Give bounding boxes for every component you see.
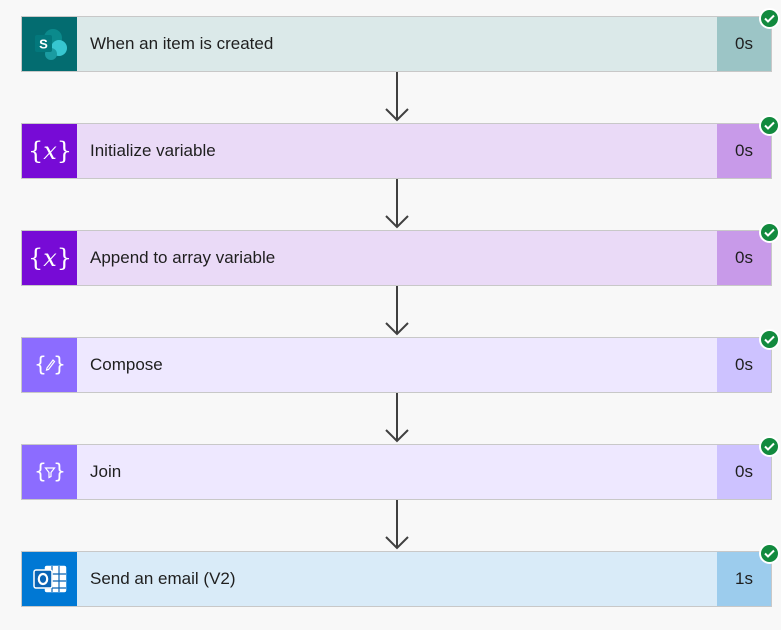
flow-step-when-item-created[interactable]: S When an item is created 0s xyxy=(21,8,780,72)
join-icon: { } xyxy=(22,445,77,499)
svg-text:{ }: { } xyxy=(34,459,66,483)
step-title: Send an email (V2) xyxy=(77,552,717,606)
success-check-icon xyxy=(759,543,780,564)
flow-step-join[interactable]: { } Join 0s xyxy=(21,436,780,500)
variable-icon: {x} xyxy=(22,124,77,178)
flow-step-append-array-variable[interactable]: {x} Append to array variable 0s xyxy=(21,222,780,286)
connector-arrow xyxy=(385,72,409,122)
success-check-icon xyxy=(759,115,780,136)
step-title: When an item is created xyxy=(77,17,717,71)
svg-text:{x}: {x} xyxy=(30,137,70,165)
step-title: Compose xyxy=(77,338,717,392)
success-check-icon xyxy=(759,8,780,29)
flow-step-compose[interactable]: { } Compose 0s xyxy=(21,329,780,393)
compose-icon: { } xyxy=(22,338,77,392)
outlook-icon xyxy=(22,552,77,606)
svg-text:{x}: {x} xyxy=(30,244,70,272)
connector-arrow xyxy=(385,500,409,550)
variable-icon: {x} xyxy=(22,231,77,285)
flow-step-send-email[interactable]: Send an email (V2) 1s xyxy=(21,543,780,607)
sharepoint-icon: S xyxy=(22,17,77,71)
success-check-icon xyxy=(759,222,780,243)
flow-step-initialize-variable[interactable]: {x} Initialize variable 0s xyxy=(21,115,780,179)
step-title: Initialize variable xyxy=(77,124,717,178)
step-title: Join xyxy=(77,445,717,499)
success-check-icon xyxy=(759,329,780,350)
svg-text:S: S xyxy=(39,37,48,52)
connector-arrow xyxy=(385,179,409,229)
success-check-icon xyxy=(759,436,780,457)
connector-arrow xyxy=(385,286,409,336)
step-title: Append to array variable xyxy=(77,231,717,285)
connector-arrow xyxy=(385,393,409,443)
